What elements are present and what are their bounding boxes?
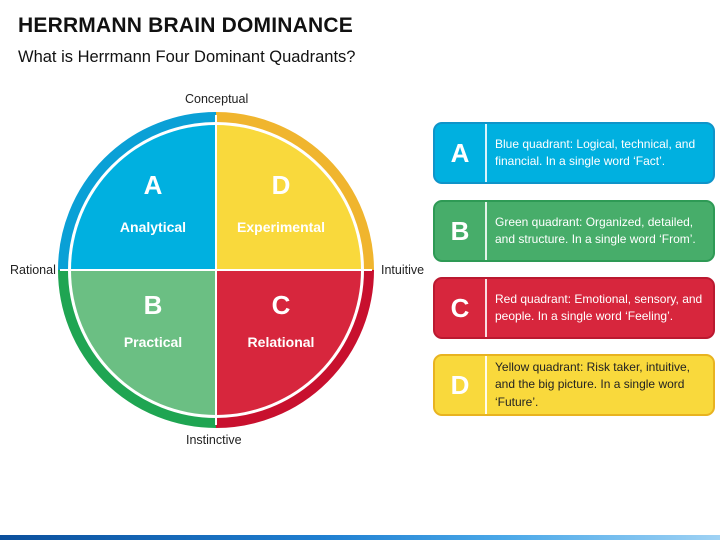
card-c-text: Red quadrant: Emotional, sensory, and pe…	[495, 291, 703, 323]
quadrant-c-word: Relational	[248, 334, 315, 350]
description-card-a: A Blue quadrant: Logical, technical, and…	[433, 122, 715, 184]
ring-arc-yellow	[215, 112, 374, 271]
card-c-letter: C	[435, 279, 487, 337]
axis-label-top: Conceptual	[185, 92, 249, 106]
card-d-letter: D	[435, 356, 487, 414]
card-a-letter: A	[435, 124, 487, 182]
quadrant-a-letter: A	[144, 170, 163, 200]
card-a-text: Blue quadrant: Logical, technical, and f…	[495, 136, 696, 168]
ring-arc-red	[215, 269, 374, 428]
axis-label-right: Intuitive	[381, 263, 425, 277]
quadrant-a-word: Analytical	[120, 219, 186, 235]
card-d-text: Yellow quadrant: Risk taker, intuitive, …	[495, 359, 690, 409]
quadrant-c-letter: C	[272, 290, 291, 320]
description-card-d: D Yellow quadrant: Risk taker, intuitive…	[433, 354, 715, 416]
quadrant-d-experimental	[216, 125, 361, 270]
description-card-c: C Red quadrant: Emotional, sensory, and …	[433, 277, 715, 339]
quadrant-c-relational	[216, 270, 361, 415]
quadrant-d-word: Experimental	[237, 219, 325, 235]
axis-label-bottom: Instinctive	[186, 433, 242, 447]
quadrant-a-analytical	[71, 125, 216, 270]
ring-arc-blue	[58, 112, 217, 271]
axis-label-left: Rational	[10, 263, 56, 277]
quadrant-b-word: Practical	[124, 334, 182, 350]
slide-title: HERRMANN BRAIN DOMINANCE	[18, 14, 353, 37]
card-b-text: Green quadrant: Organized, detailed, and…	[495, 214, 696, 246]
footer-accent-bar	[0, 535, 720, 540]
ring-arc-green	[58, 269, 217, 428]
slide-subtitle: What is Herrmann Four Dominant Quadrants…	[18, 48, 356, 66]
card-b-letter: B	[435, 202, 487, 260]
quadrant-d-letter: D	[272, 170, 291, 200]
description-card-b: B Green quadrant: Organized, detailed, a…	[433, 200, 715, 262]
quadrant-b-practical	[71, 270, 216, 415]
quadrant-b-letter: B	[144, 290, 163, 320]
